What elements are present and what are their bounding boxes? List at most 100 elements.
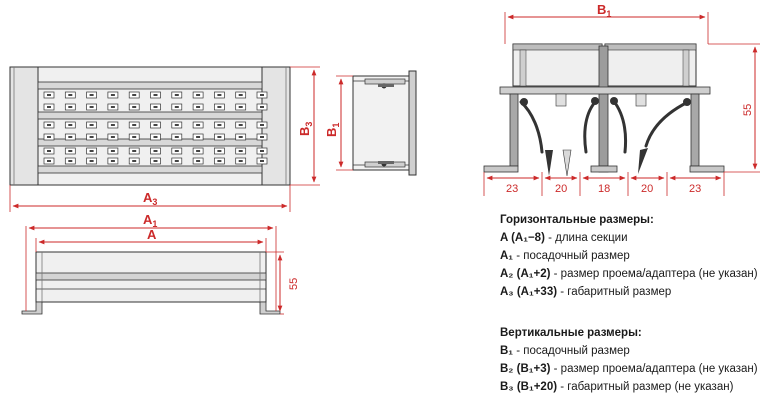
dim-55-right: 55 <box>708 43 760 173</box>
label-gap-18: 18 <box>598 183 610 195</box>
grille-tab-slot <box>174 150 179 152</box>
label-a3: A <box>143 190 153 205</box>
grille-tab-slot <box>132 150 137 152</box>
legend-horizontal-item: A₁ - посадочный размер <box>500 250 630 262</box>
grille-tab-slot <box>132 106 137 108</box>
grille-tab-slot <box>47 94 51 96</box>
label-b3: B <box>297 127 312 136</box>
svg-text:A3: A3 <box>143 190 157 207</box>
dim-bottom-gaps: 23 20 18 20 23 <box>483 172 725 196</box>
grille-tab-slot <box>217 124 222 126</box>
grille-tab-slot <box>110 106 115 108</box>
grille-tab-slot <box>132 160 137 162</box>
cross-section <box>483 43 725 177</box>
dim-a1: A1 <box>25 212 277 311</box>
legend-horizontal: Горизонтальные размеры: A (A₁−8) - длина… <box>500 211 758 301</box>
label-55-bottom: 55 <box>288 278 300 290</box>
grille-tab-slot <box>110 160 115 162</box>
grille-tab-slot <box>260 160 264 162</box>
label-a3-sub: 3 <box>152 197 157 207</box>
grille-tab-slot <box>217 136 222 138</box>
label-55-right: 55 <box>742 104 754 116</box>
dim-b3: B3 <box>290 66 320 186</box>
grille-tab-slot <box>47 136 51 138</box>
grille-tab-slot <box>238 136 243 138</box>
grille-tab-slot <box>110 124 115 126</box>
grille-tab-slot <box>153 124 158 126</box>
grille-tab-slot <box>260 150 264 152</box>
grille-tabs <box>43 91 268 165</box>
grille-tab-slot <box>196 160 201 162</box>
grille-tab-slot <box>217 94 222 96</box>
label-b1-top-sub: 1 <box>606 9 611 19</box>
grille-tab-slot <box>89 136 94 138</box>
label-b1-top: B <box>597 2 606 17</box>
grille-tab-slot <box>217 106 222 108</box>
grille-tab-slot <box>238 94 243 96</box>
svg-text:B3: B3 <box>297 122 314 136</box>
grille-tab-slot <box>260 136 264 138</box>
grille-tab-slot <box>174 94 179 96</box>
svg-text:A1: A1 <box>143 212 157 229</box>
grille-tab-slot <box>153 150 158 152</box>
label-b3-sub: 3 <box>304 122 314 127</box>
grille-tab-slot <box>68 106 73 108</box>
legend-vertical-item: B₁ - посадочный размер <box>500 345 630 357</box>
grille-tab-slot <box>196 150 201 152</box>
grille-tab-slot <box>110 136 115 138</box>
grille-tab-slot <box>153 106 158 108</box>
label-gap-23-left: 23 <box>506 183 518 195</box>
dim-b1-side: B1 <box>324 75 353 171</box>
label-a: A <box>147 227 157 242</box>
grille-tab-slot <box>89 124 94 126</box>
label-gap-23-right: 23 <box>689 183 701 195</box>
legend-horizontal-title: Горизонтальные размеры: <box>500 214 654 226</box>
grille-tab-slot <box>196 136 201 138</box>
label-a1-sub: 1 <box>152 219 157 229</box>
grille-tab-slot <box>153 136 158 138</box>
grille-tab-slot <box>196 124 201 126</box>
grille-tab-slot <box>174 106 179 108</box>
grille-tab-slot <box>47 124 51 126</box>
grille-tab-slot <box>89 106 94 108</box>
grille-tab-slot <box>47 160 51 162</box>
grille-tab-slot <box>110 150 115 152</box>
legend-vertical-item: B₂ (B₁+3) - размер проема/адаптера (не у… <box>500 363 758 375</box>
legend-horizontal-item: A (A₁−8) - длина секции <box>500 232 628 244</box>
dim-55-bottom: 55 <box>266 251 300 315</box>
grille-tab-slot <box>260 106 264 108</box>
grille-tab-slot <box>238 150 243 152</box>
grille-tab-slot <box>153 160 158 162</box>
grille-tab-slot <box>196 94 201 96</box>
grille-tab-slot <box>153 94 158 96</box>
legend-vertical-title: Вертикальные размеры: <box>500 327 642 339</box>
grille-tab-slot <box>132 124 137 126</box>
grille-tab-slot <box>174 136 179 138</box>
grille-tab-slot <box>68 160 73 162</box>
side-view <box>352 70 417 176</box>
grille-tab-slot <box>217 160 222 162</box>
grille-tab-slot <box>89 150 94 152</box>
grille-tab-slot <box>47 106 51 108</box>
grille-tab-slot <box>238 124 243 126</box>
grille-tab-slot <box>260 124 264 126</box>
dim-a: A <box>35 227 267 252</box>
grille-tab-slot <box>68 150 73 152</box>
grille-tab-slot <box>110 94 115 96</box>
legend-vertical: Вертикальные размеры: B₁ - посадочный ра… <box>500 324 758 396</box>
grille-tab-slot <box>238 106 243 108</box>
legend-horizontal-item: A₃ (A₁+33) - габаритный размер <box>500 286 672 298</box>
legend-horizontal-item: A₂ (A₁+2) - размер проема/адаптера (не у… <box>500 268 758 280</box>
legend-vertical-item: B₃ (B₁+20) - габаритный размер (не указа… <box>500 381 734 393</box>
grille-tab-slot <box>132 136 137 138</box>
label-gap-20-right: 20 <box>641 183 653 195</box>
grille-tab-slot <box>68 124 73 126</box>
dim-b1-top: B1 <box>504 2 709 44</box>
label-a1: A <box>143 212 153 227</box>
grille-tab-slot <box>89 94 94 96</box>
grille-tab-slot <box>260 94 264 96</box>
grille-tab-slot <box>68 136 73 138</box>
plan-view <box>21 251 281 315</box>
dim-a3: A3 <box>9 185 291 212</box>
